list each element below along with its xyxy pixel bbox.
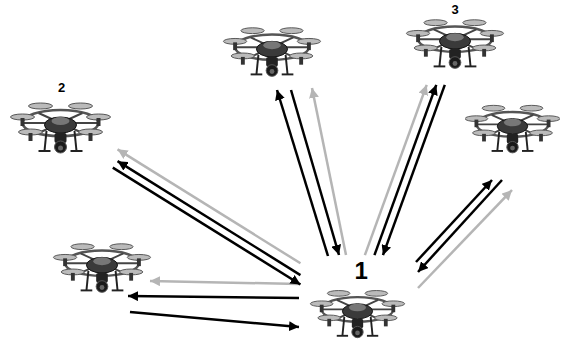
drone (53, 244, 150, 293)
callout-number: 3 (451, 3, 458, 16)
link-arrow (118, 149, 301, 263)
drone (406, 20, 503, 69)
drone (223, 28, 320, 77)
arrow (312, 88, 346, 255)
link-arrow (374, 85, 436, 255)
link-arrow (118, 161, 301, 275)
callout-number: 2 (58, 81, 65, 94)
drone (11, 103, 111, 153)
arrow (291, 90, 339, 255)
arrow (128, 296, 299, 298)
drone (310, 291, 404, 338)
drone-node: 1 (303, 258, 413, 350)
link-arrow (383, 85, 445, 255)
arrow (277, 90, 328, 256)
drone-node: 2 (8, 80, 115, 166)
arrow (130, 312, 299, 327)
drone-node: 3 (403, 2, 507, 82)
link-arrow (365, 85, 427, 255)
drone (465, 105, 560, 153)
arrow (150, 281, 299, 284)
callout-number: 1 (355, 259, 368, 283)
arrow (418, 190, 512, 288)
link-arrow (113, 168, 301, 285)
arrow (418, 180, 502, 272)
